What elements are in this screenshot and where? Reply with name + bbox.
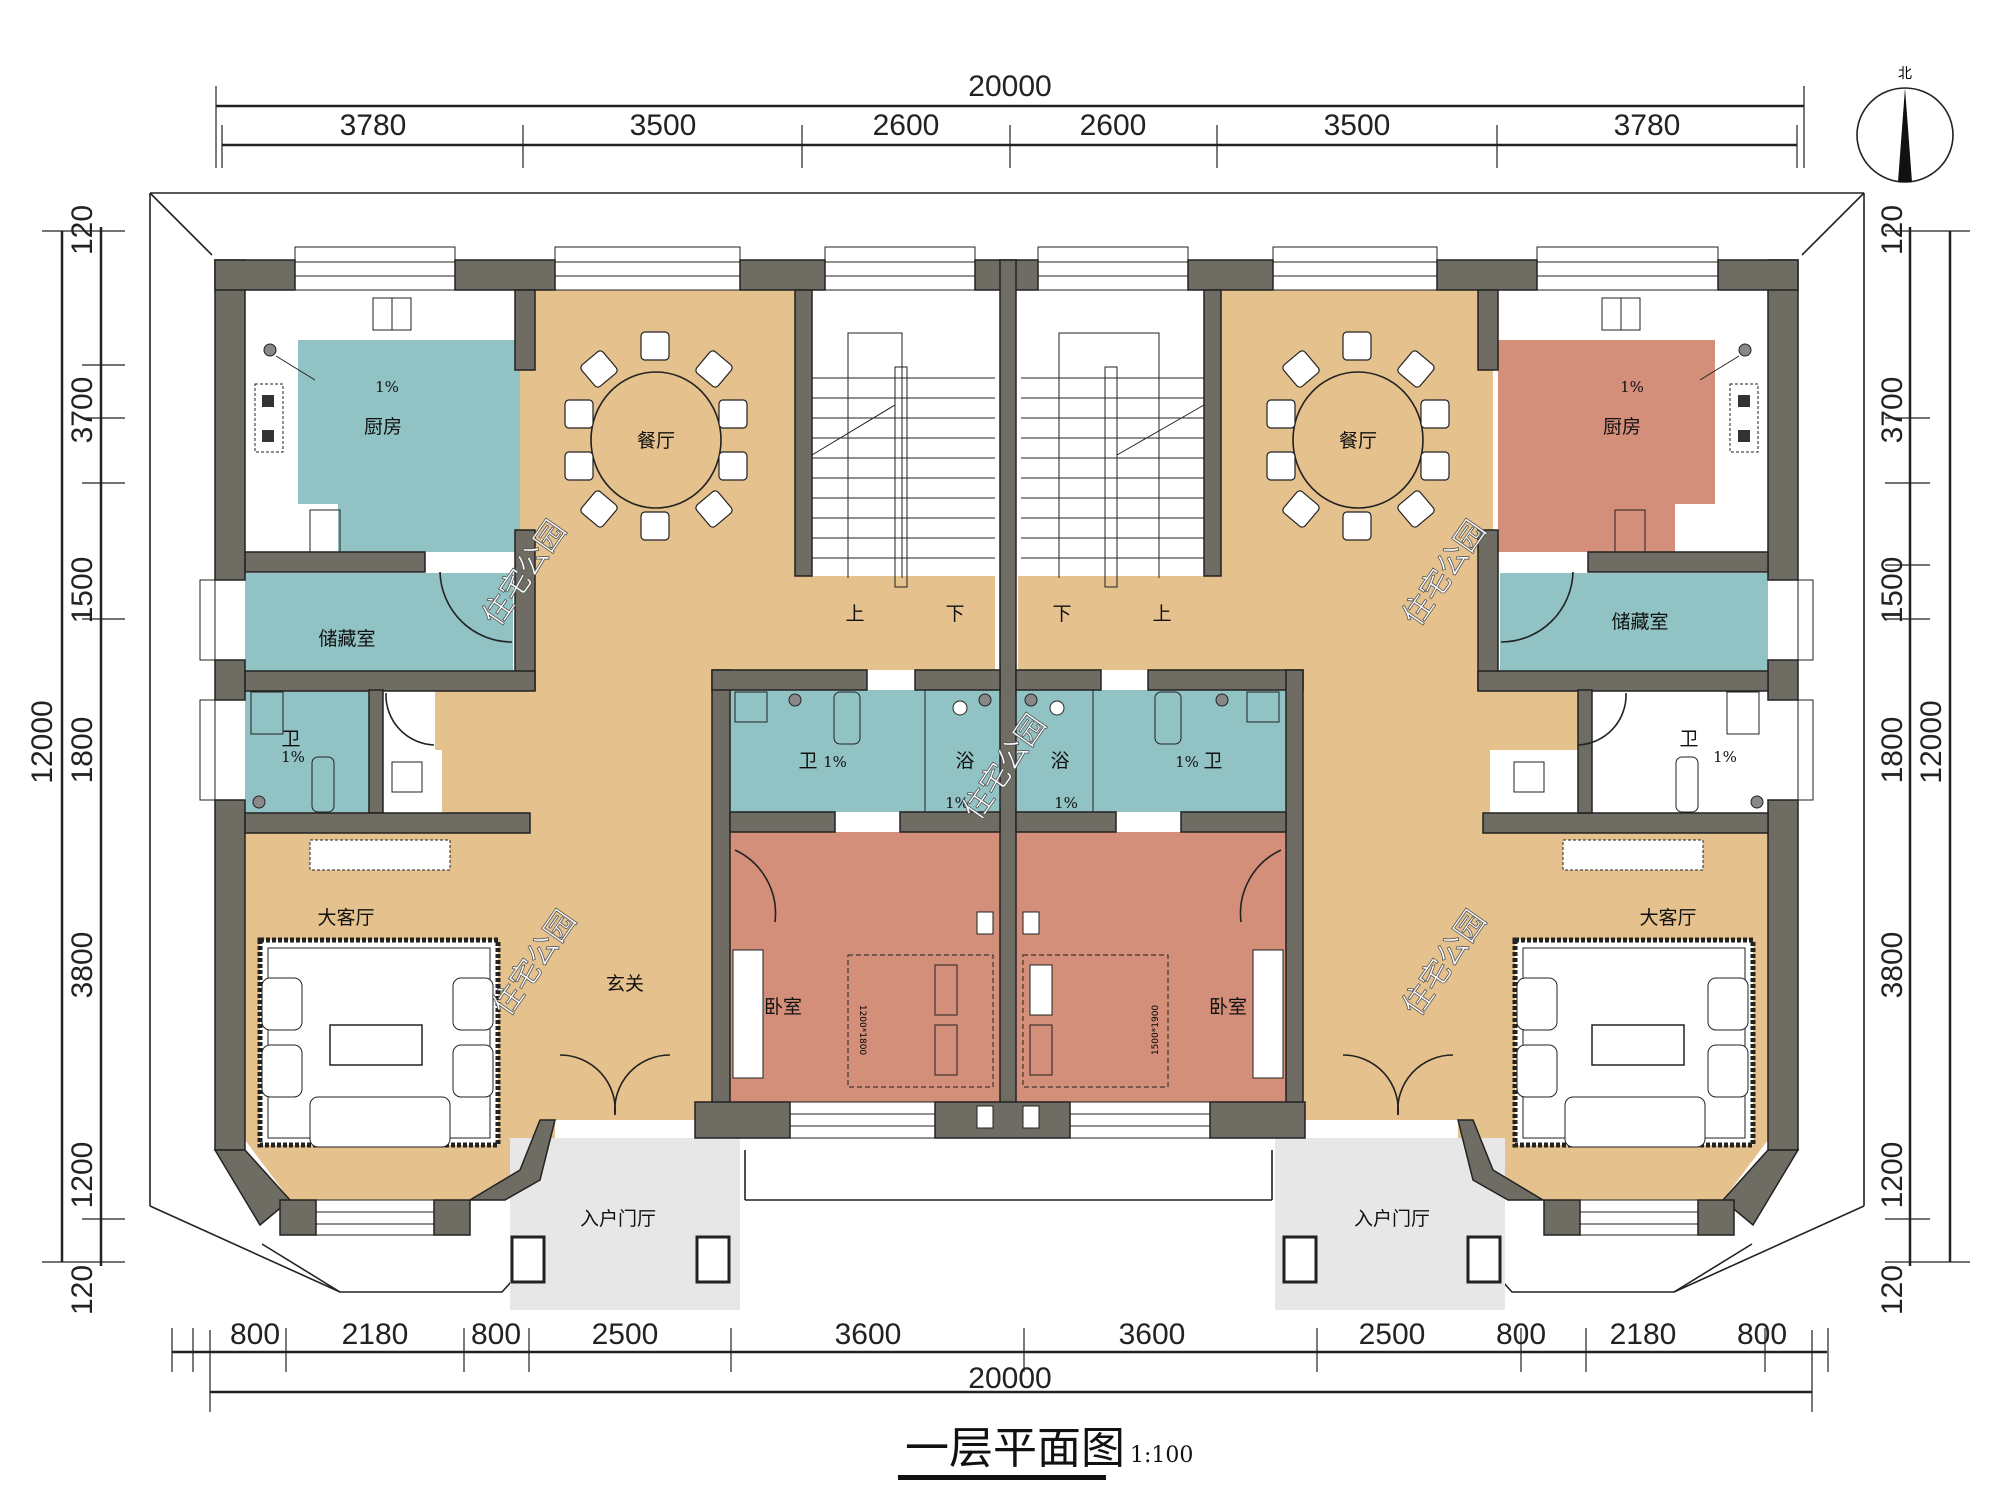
stair-down-label-right: 下 [1052, 603, 1071, 625]
bottom-dim-3: 800 [471, 1318, 521, 1351]
label-kitchen-left: 厨房 [364, 416, 402, 438]
stair-down-label-left: 下 [945, 603, 964, 625]
bottom-dim-1: 800 [230, 1318, 280, 1351]
left-dim-2: 3700 [66, 377, 99, 444]
left-dimensions: 12000 120 3700 1500 1800 3800 1200 120 [26, 205, 125, 1315]
bed-size-right: 1500*1900 [1151, 1005, 1161, 1056]
drawing-title-block: 一层平面图 1:100 [898, 1423, 1193, 1480]
slope-kitchen-right: 1% [1620, 378, 1644, 396]
sofa-set-left [257, 839, 501, 1148]
kitchen-fixtures [254, 297, 1759, 553]
bottom-dim-9: 2180 [1610, 1318, 1677, 1351]
label-shower-right: 浴 [1050, 750, 1069, 772]
sofa-set-right [1512, 839, 1756, 1148]
label-bath-right: 卫 [1679, 728, 1698, 750]
slope-shower-left: 1% [945, 794, 969, 812]
bed-size-left: 1200*1800 [857, 1005, 867, 1056]
label-bedroom-right: 卧室 [1209, 996, 1247, 1018]
porch-columns [510, 1235, 1502, 1284]
left-dim-4: 1800 [66, 717, 99, 784]
left-dim-6: 1200 [66, 1142, 99, 1209]
label-bath-center-right: 卫 [1203, 750, 1222, 772]
right-dim-4: 1800 [1876, 717, 1909, 784]
label-living-right: 大客厅 [1639, 907, 1696, 929]
left-dim-5: 3800 [66, 932, 99, 999]
left-total-dim: 12000 [26, 700, 59, 783]
top-dim-5: 3500 [1324, 109, 1391, 142]
top-dim-4: 2600 [1080, 109, 1147, 142]
room-labels: 厨房 储藏室 卫 1% 1% 大客厅 玄关 卧室 卫 1% 浴 1% 入户门厅 … [281, 378, 1737, 1230]
north-label: 北 [1898, 66, 1912, 82]
label-bedroom-left: 卧室 [764, 996, 802, 1018]
dining-label-right: 餐厅 [1339, 430, 1377, 452]
bed-right: 1500*1900 [1022, 911, 1284, 1129]
right-dim-6: 1200 [1876, 1142, 1909, 1209]
top-dimensions: 20000 3780 3500 2600 2600 3500 3780 [215, 70, 1805, 168]
label-foyer: 玄关 [606, 973, 644, 995]
top-dim-1: 3780 [340, 109, 407, 142]
label-storage-right: 储藏室 [1611, 611, 1668, 633]
bath-fixtures [250, 690, 1764, 813]
right-dim-1: 120 [1876, 205, 1909, 255]
top-dim-6: 3780 [1614, 109, 1681, 142]
label-kitchen-right: 厨房 [1603, 416, 1641, 438]
bottom-dimensions: 800 2180 800 2500 3600 3600 2500 800 218… [171, 1318, 1829, 1412]
dining-table-left: 餐厅 [564, 331, 748, 541]
label-living-left: 大客厅 [317, 907, 374, 929]
bottom-dim-5: 3600 [835, 1318, 902, 1351]
bed-left: 1200*1800 [732, 911, 994, 1129]
left-dim-1: 120 [66, 205, 99, 255]
label-entry-porch-right: 入户门厅 [1354, 1208, 1430, 1230]
right-dim-7: 120 [1876, 1265, 1909, 1315]
staircase-right: 下 上 [1021, 332, 1205, 625]
walls [213, 259, 1800, 1236]
bottom-dim-4: 2500 [592, 1318, 659, 1351]
top-dim-2: 3500 [630, 109, 697, 142]
drawing-scale: 1:100 [1130, 1443, 1193, 1468]
north-arrow: 北 [1856, 66, 1954, 183]
slope-bath-right: 1% [1713, 748, 1737, 766]
slope-kitchen-left: 1% [375, 378, 399, 396]
right-dim-5: 3800 [1876, 932, 1909, 999]
windows [199, 246, 1814, 1236]
right-dimensions: 12000 120 3700 1500 1800 3800 1200 120 [1876, 205, 1970, 1315]
label-storage-left: 储藏室 [318, 628, 375, 650]
slope-bath-center-left: 1% [823, 753, 847, 771]
stair-up-label-right: 上 [1152, 603, 1171, 625]
slope-shower-right: 1% [1054, 794, 1078, 812]
label-entry-porch-left: 入户门厅 [580, 1208, 656, 1230]
bottom-dim-10: 800 [1737, 1318, 1787, 1351]
slope-bath-center-right: 1% [1175, 753, 1199, 771]
drawing-title: 一层平面图 [905, 1423, 1125, 1474]
left-dim-3: 1500 [66, 557, 99, 624]
staircase-left: 上 下 [811, 332, 995, 625]
dining-label-left: 餐厅 [637, 430, 675, 452]
label-bath-center-left: 卫 [798, 750, 817, 772]
left-dim-7: 120 [66, 1265, 99, 1315]
stair-up-label-left: 上 [845, 603, 864, 625]
roof-outline [149, 192, 1865, 1293]
right-total-dim: 12000 [1915, 700, 1948, 783]
right-dim-3: 1500 [1876, 557, 1909, 624]
bottom-dim-6: 3600 [1119, 1318, 1186, 1351]
label-bath-left: 卫 [281, 728, 300, 750]
top-dim-3: 2600 [873, 109, 940, 142]
bottom-dim-8: 800 [1496, 1318, 1546, 1351]
bottom-total-dim: 20000 [968, 1362, 1051, 1395]
bottom-dim-2: 2180 [342, 1318, 409, 1351]
dining-table-right: 餐厅 [1266, 331, 1450, 541]
label-shower-left: 浴 [955, 750, 974, 772]
doors [385, 571, 1627, 1116]
slope-bath-left: 1% [281, 748, 305, 766]
bottom-dim-7: 2500 [1359, 1318, 1426, 1351]
right-dim-2: 3700 [1876, 377, 1909, 444]
top-total-dim: 20000 [968, 70, 1051, 103]
